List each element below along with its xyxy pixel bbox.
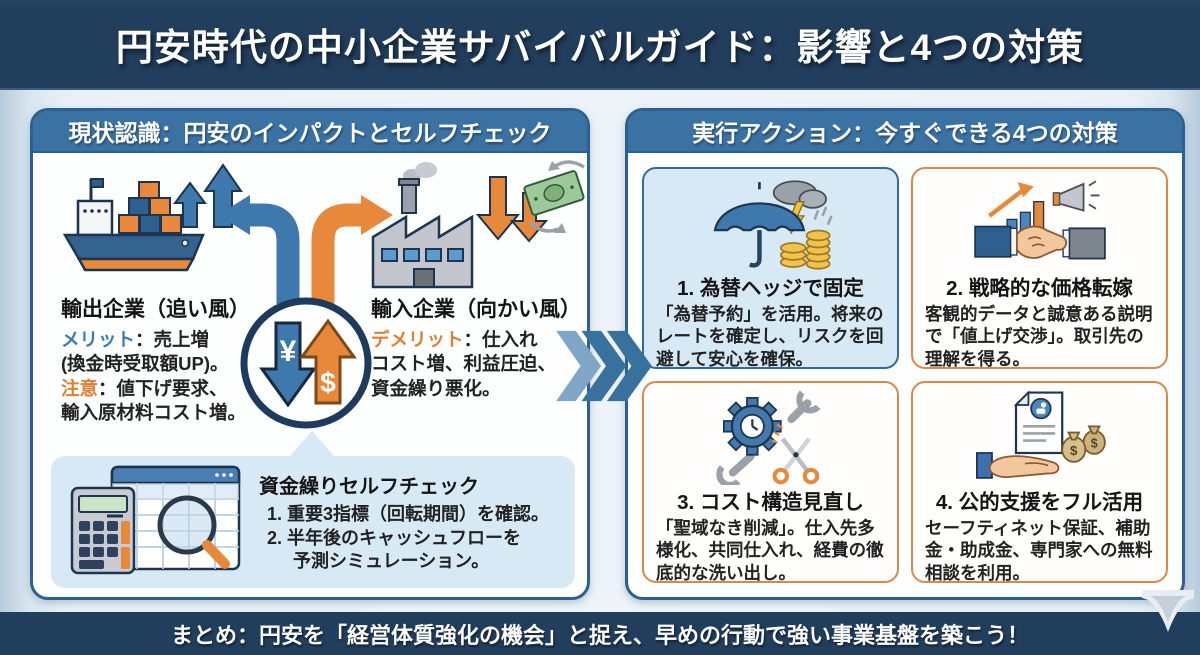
action-card-4-title: 4. 公的支援をフル活用 bbox=[935, 491, 1144, 514]
yen-symbol: ¥ bbox=[280, 335, 297, 368]
cargo-ship-icon bbox=[53, 163, 248, 298]
action-card-3: 3. コスト構造見直し 「聖域なき削減」。仕入先多様化、共同仕入れ、経費の徹底的… bbox=[642, 381, 899, 583]
action-card-1: 1. 為替ヘッジで固定 「為替予約」を活用。将来のレートを確定し、リスクを回避し… bbox=[642, 167, 899, 369]
umbrella-storm-coins-icon bbox=[696, 175, 846, 271]
svg-text:$: $ bbox=[1090, 437, 1097, 451]
export-title: 輸出企業（追い風） bbox=[61, 298, 250, 321]
caution-label: 注意 bbox=[61, 377, 99, 399]
right-panel-header-label: 実行アクション：今すぐできる4つの対策 bbox=[692, 120, 1118, 146]
action-card-3-title: 3. コスト構造見直し bbox=[677, 491, 864, 514]
svg-text:$: $ bbox=[1070, 443, 1078, 458]
factory-icon bbox=[358, 159, 588, 304]
action-card-3-body: 「聖域なき削減」。仕入先多様化、共同仕入れ、経費の徹底的な洗い出し。 bbox=[656, 518, 884, 583]
page-title: 円安時代の中小企業サバイバルガイド：影響と4つの対策 bbox=[115, 27, 1085, 68]
gear-wrench-scissors-icon bbox=[696, 389, 846, 485]
selfcheck-box: 資金繰りセルフチェック 1. 重要3指標（回転期間）を確認。 2. 半年後のキャ… bbox=[51, 456, 575, 588]
left-panel-header: 現状認識：円安のインパクトとセルフチェック bbox=[33, 111, 587, 153]
selfcheck-pointer bbox=[289, 431, 335, 457]
export-caution-line: 注意：値下げ要求、 輸入原材料コスト増。 bbox=[61, 377, 247, 424]
export-merit-line: メリット：売上増 (換金時受取額UP)。 bbox=[61, 329, 229, 375]
import-company-block: 輸入企業（向かい風） デメリット：仕入れ コスト増、利益圧迫、 資金繰り悪化。 bbox=[371, 293, 585, 401]
selfcheck-item-1: 1. 重要3指標（回転期間）を確認。 bbox=[267, 504, 550, 525]
action-card-2-body: 客観的データと誠意ある説明で「値上げ交渉」。取引先の理解を得る。 bbox=[925, 304, 1153, 369]
current-state-panel: 現状認識：円安のインパクトとセルフチェック bbox=[30, 108, 590, 600]
action-panel: 実行アクション：今すぐできる4つの対策 bbox=[625, 108, 1185, 600]
split-arrows-icon bbox=[218, 169, 393, 309]
action-card-4-body: セーフティネット保証、補助金・助成金、専門家への無料相談を利用。 bbox=[925, 518, 1153, 583]
demerit-label: デメリット bbox=[371, 329, 464, 350]
selfcheck-item-2-cont: 予測シミュレーション。 bbox=[293, 551, 490, 572]
calculator-spreadsheet-magnifier-icon bbox=[67, 463, 247, 582]
action-card-2-title: 2. 戦略的な価格転嫁 bbox=[946, 277, 1133, 300]
action-cards-grid: 1. 為替ヘッジで固定 「為替予約」を活用。将来のレートを確定し、リスクを回避し… bbox=[628, 153, 1182, 597]
import-demerit-line: デメリット：仕入れ コスト増、利益圧迫、 資金繰り悪化。 bbox=[371, 329, 557, 399]
yen-dollar-exchange-icon: ¥ $ bbox=[236, 293, 376, 438]
action-card-1-title: 1. 為替ヘッジで固定 bbox=[677, 277, 864, 300]
action-card-2: 2. 戦略的な価格転嫁 客観的データと誠意ある説明で「値上げ交渉」。取引先の理解… bbox=[911, 167, 1168, 369]
footer-summary: まとめ：円安を「経営体質強化の機会」と捉え、早めの行動で強い事業基盤を築こう！ bbox=[170, 622, 1029, 648]
selfcheck-title: 資金繰りセルフチェック bbox=[259, 476, 479, 499]
selfcheck-text: 資金繰りセルフチェック 1. 重要3指標（回転期間）を確認。 2. 半年後のキャ… bbox=[259, 470, 565, 573]
handshake-chart-megaphone-icon bbox=[965, 175, 1115, 271]
right-panel-header: 実行アクション：今すぐできる4つの対策 bbox=[628, 111, 1182, 153]
export-company-block: 輸出企業（追い風） メリット：売上増 (換金時受取額UP)。 注意：値下げ要求、… bbox=[61, 293, 266, 426]
action-card-4: $ $ 4. 公的支援をフル活用 セーフティネット保証、補助金・助成金、専門家へ… bbox=[911, 381, 1168, 583]
top-banner: 円安時代の中小企業サバイバルガイド：影響と4つの対策 bbox=[0, 0, 1200, 90]
hand-document-moneybags-icon: $ $ bbox=[965, 389, 1115, 485]
footer-banner: まとめ：円安を「経営体質強化の機会」と捉え、早めの行動で強い事業基盤を築こう！ bbox=[0, 612, 1200, 655]
dollar-symbol: $ bbox=[320, 367, 336, 398]
left-panel-header-label: 現状認識：円安のインパクトとセルフチェック bbox=[68, 120, 552, 146]
corner-down-arrow-icon bbox=[1142, 590, 1194, 641]
panel-transition-chevrons-icon bbox=[556, 325, 654, 412]
import-title: 輸入企業（向かい風） bbox=[371, 298, 581, 321]
merit-label: メリット bbox=[61, 329, 136, 350]
action-card-1-body: 「為替予約」を活用。将来のレートを確定し、リスクを回避して安心を確保。 bbox=[656, 304, 884, 369]
selfcheck-item-2: 2. 半年後のキャッシュフローを bbox=[267, 527, 522, 548]
